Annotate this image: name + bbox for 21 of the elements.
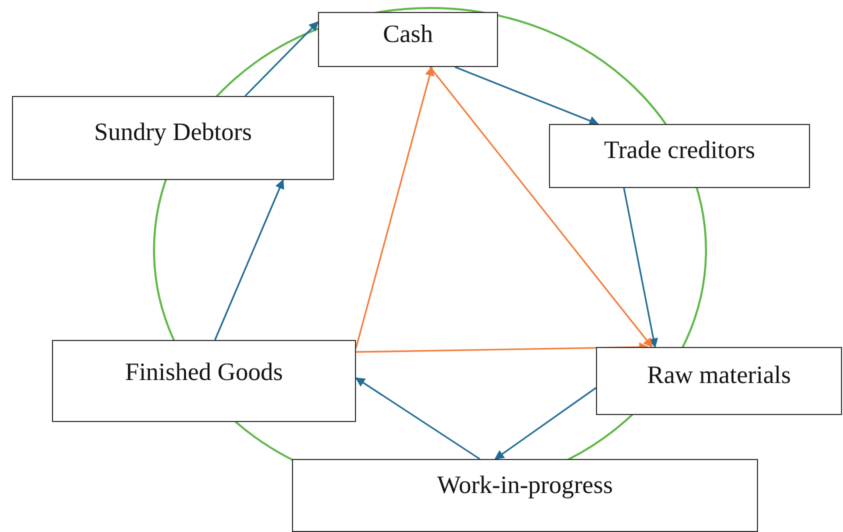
node-label: Work-in-progress xyxy=(437,472,613,500)
process-box xyxy=(549,124,810,188)
node-label: Finished Goods xyxy=(125,359,283,387)
process-box xyxy=(52,340,356,422)
arrow xyxy=(429,66,653,348)
process-box xyxy=(596,347,842,415)
process-box xyxy=(318,12,498,67)
node-label: Trade creditors xyxy=(604,137,756,165)
node-label: Raw materials xyxy=(647,362,791,390)
arrow xyxy=(494,387,596,460)
arrow xyxy=(356,342,649,353)
arrow xyxy=(355,377,480,460)
arrow xyxy=(355,66,434,348)
process-box xyxy=(292,459,758,532)
node-label: Cash xyxy=(383,21,433,49)
arrow xyxy=(244,21,319,97)
node-label: Sundry Debtors xyxy=(94,119,252,147)
arrow xyxy=(623,188,658,348)
arrow xyxy=(454,66,599,126)
process-box xyxy=(12,96,334,180)
arrow xyxy=(214,179,284,340)
